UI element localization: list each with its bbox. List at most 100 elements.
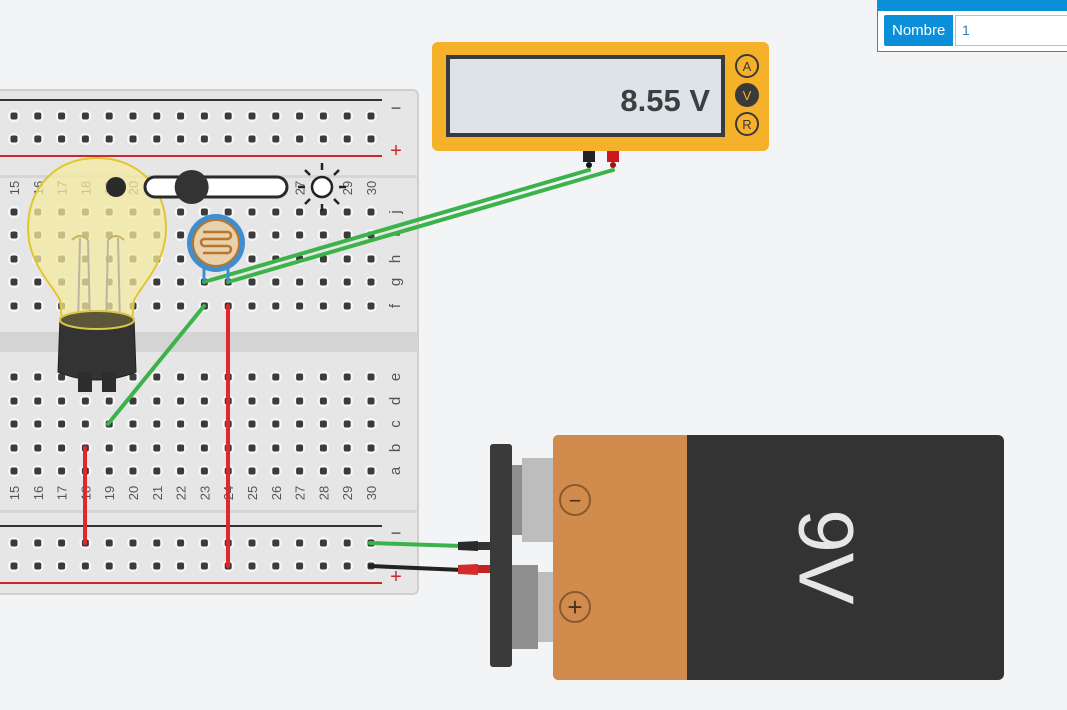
breadboard-hole[interactable] — [58, 135, 66, 143]
breadboard-hole[interactable] — [10, 397, 18, 405]
breadboard-hole[interactable] — [200, 112, 208, 120]
breadboard-hole[interactable] — [319, 420, 327, 428]
breadboard-hole[interactable] — [272, 278, 280, 286]
breadboard-hole[interactable] — [272, 562, 280, 570]
breadboard-hole[interactable] — [296, 467, 304, 475]
breadboard-hole[interactable] — [153, 444, 161, 452]
breadboard-hole[interactable] — [343, 373, 351, 381]
breadboard-hole[interactable] — [319, 231, 327, 239]
breadboard-hole[interactable] — [248, 562, 256, 570]
mode-R-button[interactable]: R — [735, 112, 759, 136]
breadboard-hole[interactable] — [343, 231, 351, 239]
breadboard-hole[interactable] — [367, 208, 375, 216]
breadboard-hole[interactable] — [58, 539, 66, 547]
breadboard-hole[interactable] — [10, 562, 18, 570]
breadboard-hole[interactable] — [34, 562, 42, 570]
breadboard-hole[interactable] — [343, 539, 351, 547]
breadboard-hole[interactable] — [319, 467, 327, 475]
breadboard-hole[interactable] — [153, 420, 161, 428]
breadboard-hole[interactable] — [248, 231, 256, 239]
breadboard-hole[interactable] — [129, 112, 137, 120]
breadboard-hole[interactable] — [319, 539, 327, 547]
breadboard-hole[interactable] — [248, 373, 256, 381]
breadboard-hole[interactable] — [296, 539, 304, 547]
breadboard-hole[interactable] — [367, 135, 375, 143]
breadboard-hole[interactable] — [296, 420, 304, 428]
breadboard-hole[interactable] — [177, 420, 185, 428]
breadboard-hole[interactable] — [367, 467, 375, 475]
breadboard-hole[interactable] — [367, 420, 375, 428]
breadboard-hole[interactable] — [272, 208, 280, 216]
breadboard-hole[interactable] — [177, 562, 185, 570]
breadboard-hole[interactable] — [200, 467, 208, 475]
breadboard-hole[interactable] — [58, 562, 66, 570]
breadboard-hole[interactable] — [272, 467, 280, 475]
breadboard-hole[interactable] — [319, 562, 327, 570]
breadboard-hole[interactable] — [10, 420, 18, 428]
breadboard-hole[interactable] — [34, 397, 42, 405]
breadboard-hole[interactable] — [34, 444, 42, 452]
breadboard-hole[interactable] — [81, 112, 89, 120]
breadboard-hole[interactable] — [272, 539, 280, 547]
breadboard-hole[interactable] — [129, 420, 137, 428]
breadboard-hole[interactable] — [105, 397, 113, 405]
breadboard-hole[interactable] — [296, 373, 304, 381]
breadboard-hole[interactable] — [177, 539, 185, 547]
breadboard-hole[interactable] — [248, 397, 256, 405]
breadboard-hole[interactable] — [343, 420, 351, 428]
breadboard-hole[interactable] — [200, 397, 208, 405]
breadboard-hole[interactable] — [153, 112, 161, 120]
breadboard-hole[interactable] — [10, 112, 18, 120]
breadboard-hole[interactable] — [153, 135, 161, 143]
breadboard-hole[interactable] — [343, 562, 351, 570]
breadboard-hole[interactable] — [177, 112, 185, 120]
breadboard-hole[interactable] — [343, 278, 351, 286]
breadboard-hole[interactable] — [34, 539, 42, 547]
breadboard-hole[interactable] — [319, 397, 327, 405]
breadboard-hole[interactable] — [34, 112, 42, 120]
meter-lead-red[interactable] — [226, 168, 615, 284]
breadboard-hole[interactable] — [248, 420, 256, 428]
breadboard-hole[interactable] — [367, 255, 375, 263]
breadboard-hole[interactable] — [129, 397, 137, 405]
breadboard-hole[interactable] — [34, 467, 42, 475]
breadboard-hole[interactable] — [343, 444, 351, 452]
name-input[interactable]: 1 — [955, 15, 1067, 46]
breadboard-hole[interactable] — [177, 302, 185, 310]
breadboard-hole[interactable] — [200, 208, 208, 216]
breadboard-hole[interactable] — [272, 135, 280, 143]
breadboard-hole[interactable] — [319, 255, 327, 263]
breadboard-hole[interactable] — [10, 135, 18, 143]
breadboard-hole[interactable] — [153, 373, 161, 381]
breadboard-hole[interactable] — [296, 208, 304, 216]
breadboard-hole[interactable] — [105, 444, 113, 452]
meter-lead-black[interactable] — [202, 168, 591, 284]
breadboard-hole[interactable] — [224, 208, 232, 216]
battery-clip-minus[interactable] — [458, 541, 490, 551]
breadboard-hole[interactable] — [58, 420, 66, 428]
breadboard-hole[interactable] — [177, 208, 185, 216]
breadboard-hole[interactable] — [58, 444, 66, 452]
battery-wire-minus[interactable] — [368, 541, 464, 548]
breadboard-hole[interactable] — [200, 373, 208, 381]
light-bulb[interactable] — [26, 156, 168, 392]
breadboard-hole[interactable] — [367, 444, 375, 452]
breadboard-hole[interactable] — [343, 467, 351, 475]
breadboard-hole[interactable] — [343, 302, 351, 310]
breadboard-hole[interactable] — [129, 135, 137, 143]
breadboard-hole[interactable] — [153, 562, 161, 570]
breadboard-hole[interactable] — [319, 278, 327, 286]
breadboard-hole[interactable] — [296, 562, 304, 570]
breadboard-hole[interactable] — [105, 467, 113, 475]
breadboard-hole[interactable] — [10, 255, 18, 263]
breadboard-hole[interactable] — [224, 135, 232, 143]
breadboard-hole[interactable] — [343, 208, 351, 216]
breadboard-hole[interactable] — [319, 444, 327, 452]
breadboard-hole[interactable] — [58, 467, 66, 475]
breadboard-hole[interactable] — [248, 135, 256, 143]
breadboard-hole[interactable] — [34, 373, 42, 381]
breadboard-hole[interactable] — [177, 444, 185, 452]
breadboard-hole[interactable] — [129, 467, 137, 475]
breadboard-hole[interactable] — [177, 397, 185, 405]
